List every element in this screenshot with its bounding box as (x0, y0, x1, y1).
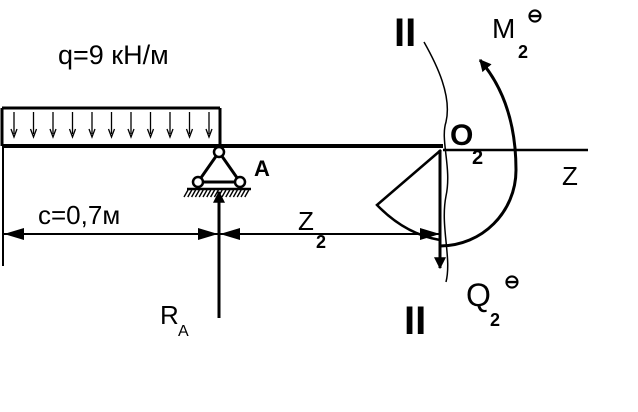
hatch-stroke (190, 189, 197, 198)
hatch-stroke (240, 189, 246, 198)
dim-z-subscript: 2 (316, 232, 326, 252)
load-arrows (10, 112, 213, 139)
load-arrow-head (107, 128, 116, 139)
axis-label: Z (562, 161, 578, 191)
section-top-label: II (394, 11, 416, 55)
hatch-stroke (225, 189, 231, 198)
hatch-stroke (198, 189, 204, 198)
dim-c-label: c=0,7м (38, 200, 120, 230)
distributed-load (0, 106, 222, 146)
hatch-stroke (194, 189, 201, 198)
load-label: q=9 кН/м (58, 40, 169, 70)
load-arrow-head (49, 128, 57, 139)
hatch-stroke (228, 189, 235, 198)
shear-sign: ⊖ (504, 272, 520, 293)
hatch-stroke (232, 189, 239, 198)
ground-hatch (183, 189, 250, 198)
load-arrow-head (166, 128, 174, 139)
moment-sign: ⊖ (527, 6, 543, 27)
dim-z-label: Z (298, 206, 314, 236)
load-arrow-head (185, 128, 194, 139)
hatch-stroke (187, 189, 193, 198)
section-bottom-label: II (404, 299, 426, 343)
point-o2-subscript: 2 (472, 147, 483, 169)
shear-label: Q (466, 277, 491, 313)
hatch-stroke (244, 189, 250, 198)
load-arrow-head (205, 128, 213, 139)
load-arrow-head (146, 128, 155, 139)
hatch-stroke (206, 189, 212, 198)
hatch-stroke (221, 189, 227, 198)
hatch-stroke (236, 189, 242, 198)
support-label: A (254, 156, 270, 181)
load-arrow-head (88, 128, 96, 139)
reaction-label: R (160, 300, 179, 330)
point-o2-label: O (450, 119, 473, 152)
pinned-support-a (183, 145, 251, 198)
load-arrow-head (68, 128, 77, 139)
hatch-stroke (202, 189, 208, 198)
section-line (423, 41, 449, 283)
moment-sector (375, 149, 442, 242)
reaction-subscript: A (178, 323, 189, 340)
load-arrow-head (10, 128, 18, 139)
hatch-stroke (183, 189, 189, 198)
moment-subscript: 2 (518, 42, 528, 62)
hatch-stroke (209, 189, 216, 198)
shear-subscript: 2 (490, 310, 500, 330)
load-arrow-head (127, 128, 135, 139)
moment-arc-m2 (439, 59, 518, 248)
moment-label: M (492, 13, 515, 44)
load-arrow-head (29, 128, 38, 139)
